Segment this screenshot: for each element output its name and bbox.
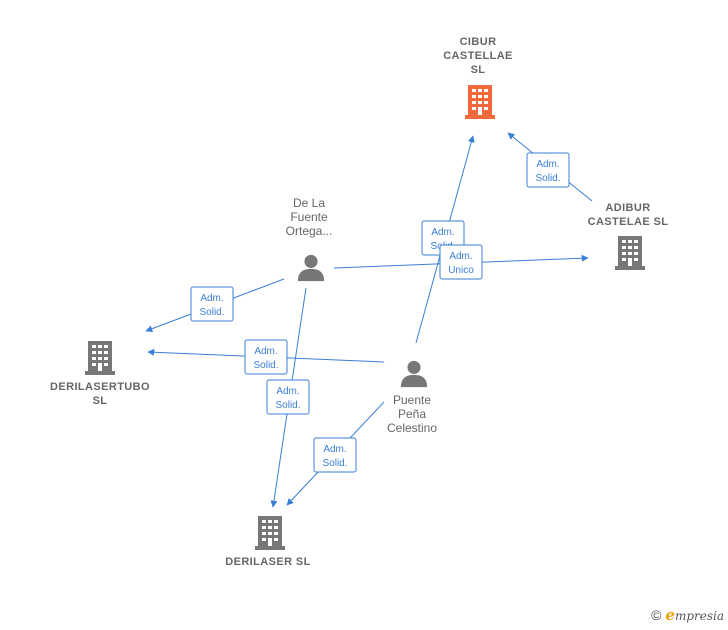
- node-label-cibur: CIBUR: [460, 36, 497, 48]
- node-cibur[interactable]: CIBUR CASTELLAE SL: [443, 36, 513, 119]
- node-label-cibur: CASTELLAE: [443, 50, 513, 62]
- edge-label-text: Solid.: [535, 173, 560, 184]
- node-label-cibur: SL: [471, 64, 486, 76]
- edge-label-box: [266, 379, 310, 415]
- edge-label-text: Adm.: [536, 159, 559, 170]
- edge-label-box: [439, 244, 483, 280]
- building-icon: [465, 85, 495, 119]
- copyright-icon: ©: [651, 607, 662, 623]
- node-label-adibur: ADIBUR: [605, 202, 650, 214]
- person-icon: [297, 254, 325, 282]
- node-label-delafuente: De La: [293, 196, 325, 210]
- node-label-delafuente: Ortega...: [286, 224, 333, 238]
- building-icon: [615, 236, 645, 270]
- node-delafuente[interactable]: De LaFuenteOrtega...: [286, 196, 333, 282]
- edge-label-text: Solid.: [253, 360, 278, 371]
- node-derilasertubo[interactable]: DERILASERTUBO SL: [50, 341, 150, 407]
- edge-label-box: [313, 437, 357, 473]
- node-label-puente: Puente: [393, 393, 431, 407]
- building-icon: [85, 341, 115, 375]
- node-adibur[interactable]: ADIBUR CASTELAE SL: [588, 202, 669, 270]
- edge-label-box: [244, 339, 288, 375]
- node-label-derilaser: DERILASER SL: [225, 556, 310, 568]
- node-label-derilasertubo: DERILASERTUBO: [50, 381, 150, 393]
- edge-label-text: Solid.: [199, 307, 224, 318]
- edge-label-e6[interactable]: Adm. Solid.: [266, 379, 310, 415]
- edge-label-e4[interactable]: Adm. Solid.: [190, 286, 234, 322]
- edge-labels: Adm.Solid.Adm.Solid.Adm.UnicoAdm.Solid.A…: [190, 152, 570, 473]
- brand-initial: e: [665, 606, 675, 624]
- building-icon: [255, 516, 285, 550]
- edge-label-e5[interactable]: Adm. Solid.: [244, 339, 288, 375]
- edge-label-text: Adm.: [431, 227, 454, 238]
- node-label-delafuente: Fuente: [290, 210, 328, 224]
- edge-label-text: Adm.: [276, 386, 299, 397]
- edge-label-e7[interactable]: Adm. Solid.: [313, 437, 357, 473]
- person-icon: [400, 360, 428, 388]
- footer: © empresia: [651, 606, 724, 624]
- node-label-puente: Celestino: [387, 421, 437, 435]
- node-label-puente: Peña: [398, 407, 426, 421]
- node-label-derilasertubo: SL: [93, 395, 108, 407]
- node-derilaser[interactable]: DERILASER SL: [225, 516, 310, 568]
- edge-label-text: Solid.: [322, 458, 347, 469]
- brand-logo[interactable]: empresia: [665, 606, 724, 624]
- edge-label-box: [526, 152, 570, 188]
- edge-label-e3[interactable]: Adm. Unico: [439, 244, 483, 280]
- edge-label-text: Adm.: [254, 346, 277, 357]
- edge-label-box: [190, 286, 234, 322]
- brand-rest: mpresia: [674, 609, 724, 623]
- edge-label-text: Adm.: [449, 251, 472, 262]
- nodes: CIBUR CASTELLAE SL ADIBUR CASTELAE SL De LaFu…: [50, 36, 668, 568]
- edge-label-text: Solid.: [275, 400, 300, 411]
- edge-label-e1[interactable]: Adm. Solid.: [526, 152, 570, 188]
- edge-label-text: Adm.: [323, 444, 346, 455]
- edge-label-text: Unico: [448, 265, 474, 276]
- node-label-adibur: CASTELAE SL: [588, 216, 669, 228]
- edge-label-text: Adm.: [200, 293, 223, 304]
